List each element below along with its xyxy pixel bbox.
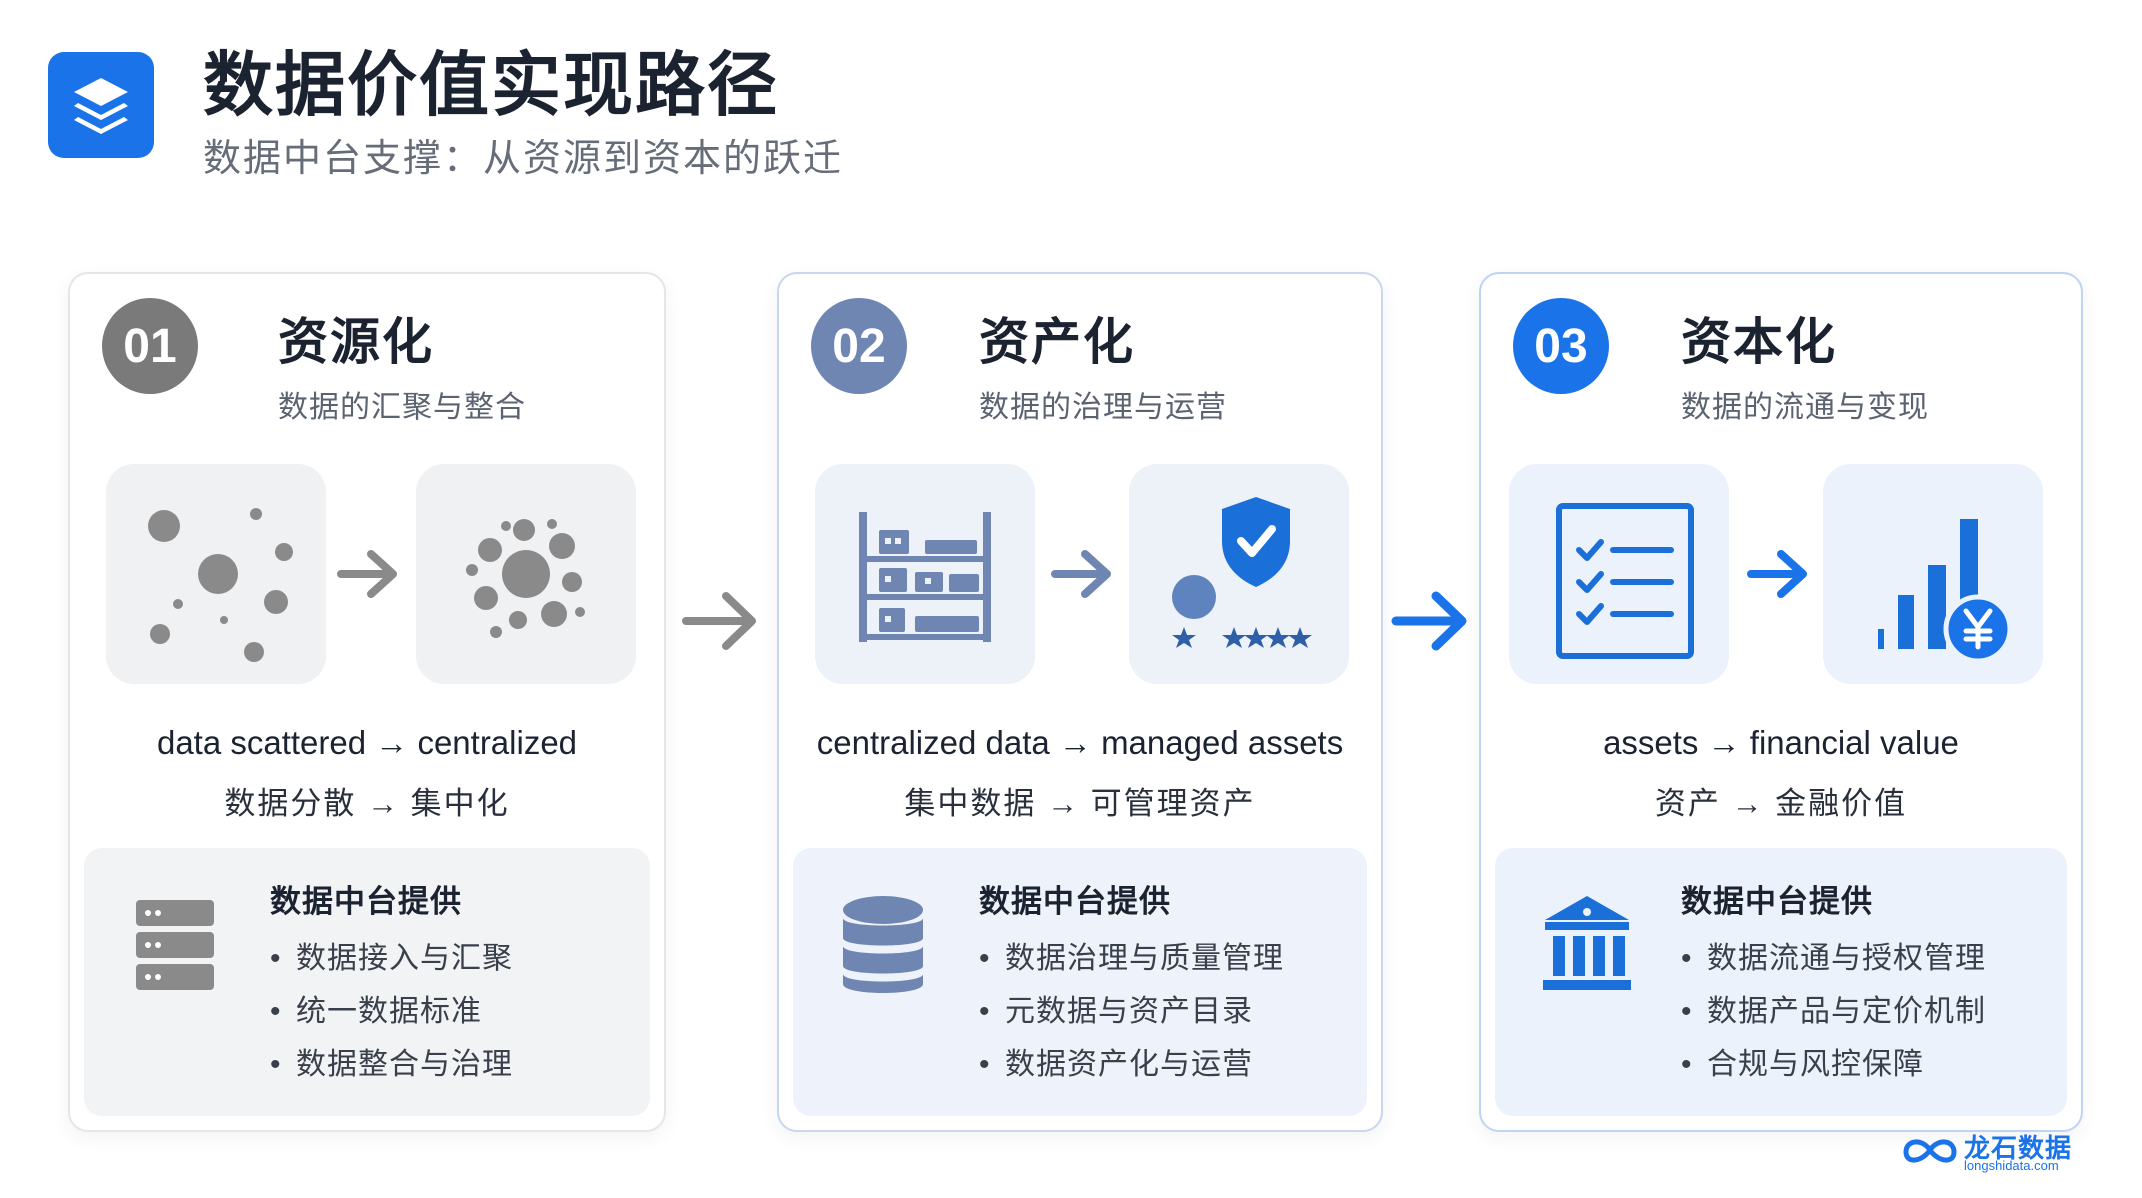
icon-tile-before [1509, 464, 1729, 684]
stage-card-capital: 03 资本化 数据的流通与变现 assets → financial va [1479, 272, 2083, 1132]
list-item: •合规与风控保障 [1681, 1048, 1924, 1081]
icon-tile-after [1129, 464, 1349, 684]
stage-card-resource: 01 资源化 数据的汇聚与整合 [68, 272, 666, 1132]
platform-provides-box: 数据中台提供 •数据治理与质量管理 •元数据与资产目录 •数据资产化与运营 [793, 848, 1367, 1116]
checklist-icon [1556, 503, 1694, 659]
platform-provides-box: 数据中台提供 •数据接入与汇聚 •统一数据标准 •数据整合与治理 [84, 848, 650, 1116]
bar-chart-yen-icon [1878, 519, 2013, 664]
stage-subtitle: 数据的治理与运营 [979, 391, 1227, 424]
stage-desc-zh: 资产 → 金融价值 [1654, 786, 1908, 821]
provide-title: 数据中台提供 [270, 884, 462, 919]
brand-url: longshidata.com [1964, 1158, 2059, 1173]
list-item: •元数据与资产目录 [979, 995, 1253, 1028]
page-title: 数据价值实现路径 [203, 46, 779, 124]
stage-desc-zh: 数据分散 → 集中化 [224, 786, 510, 821]
bank-icon [1543, 896, 1631, 990]
brand-mark-icon [1903, 1139, 1957, 1163]
platform-provides-box: 数据中台提供 •数据流通与授权管理 •数据产品与定价机制 •合规与风控保障 [1495, 848, 2067, 1116]
stage-number-badge: 01 [102, 298, 198, 394]
provide-list: •数据治理与质量管理 •元数据与资产目录 •数据资产化与运营 [979, 932, 1284, 1091]
stage-desc-en: assets → financial value [1603, 724, 1959, 761]
list-item: •数据整合与治理 [270, 1048, 513, 1081]
server-stack-icon [136, 900, 214, 990]
stage-subtitle: 数据的流通与变现 [1681, 391, 1929, 424]
stage-title: 资本化 [1681, 314, 1837, 370]
stage-desc-en: centralized data → managed assets [816, 724, 1344, 761]
list-item: •数据接入与汇聚 [270, 942, 513, 975]
stage-title: 资源化 [278, 314, 434, 370]
brand-logo: 龙石数据 longshidata.com [1902, 1128, 2082, 1176]
clustered-dots-icon [466, 519, 585, 638]
arrow-right-icon [337, 550, 397, 598]
provide-list: •数据流通与授权管理 •数据产品与定价机制 •合规与风控保障 [1681, 932, 1986, 1091]
list-item: •数据流通与授权管理 [1681, 942, 1986, 975]
stage-subtitle: 数据的汇聚与整合 [278, 391, 526, 424]
brand-name: 龙石数据 [1964, 1133, 2073, 1163]
icon-tile-before [815, 464, 1035, 684]
list-item: •统一数据标准 [270, 995, 482, 1028]
app-logo [48, 52, 154, 158]
arrow-right-icon [1051, 550, 1111, 598]
page-subtitle: 数据中台支撑：从资源到资本的跃迁 [203, 138, 844, 180]
shield-check-rating-icon [1172, 497, 1312, 648]
list-item: •数据资产化与运营 [979, 1048, 1253, 1081]
list-item: •数据产品与定价机制 [1681, 995, 1986, 1028]
stage-arrow-icon [1391, 591, 1467, 651]
warehouse-shelf-icon [859, 512, 991, 642]
layers-icon [74, 78, 128, 134]
stage-title: 资产化 [979, 314, 1135, 370]
stage-number-badge: 03 [1513, 298, 1609, 394]
stage-arrow-icon [682, 592, 756, 650]
icon-tile-after [1823, 464, 2043, 684]
icon-tile-after [416, 464, 636, 684]
provide-title: 数据中台提供 [979, 884, 1171, 919]
stage-number-badge: 02 [811, 298, 907, 394]
provide-list: •数据接入与汇聚 •统一数据标准 •数据整合与治理 [270, 932, 513, 1091]
list-item: •数据治理与质量管理 [979, 942, 1284, 975]
stage-desc-zh: 集中数据 → 可管理资产 [904, 786, 1256, 821]
arrow-right-icon [1747, 550, 1807, 598]
icon-tile-before [106, 464, 326, 684]
database-icon [843, 896, 923, 993]
provide-title: 数据中台提供 [1681, 884, 1873, 919]
stage-desc-en: data scattered → centralized [156, 724, 578, 761]
stage-card-asset: 02 资产化 数据的治理与运营 [777, 272, 1383, 1132]
scattered-dots-icon [148, 508, 293, 662]
